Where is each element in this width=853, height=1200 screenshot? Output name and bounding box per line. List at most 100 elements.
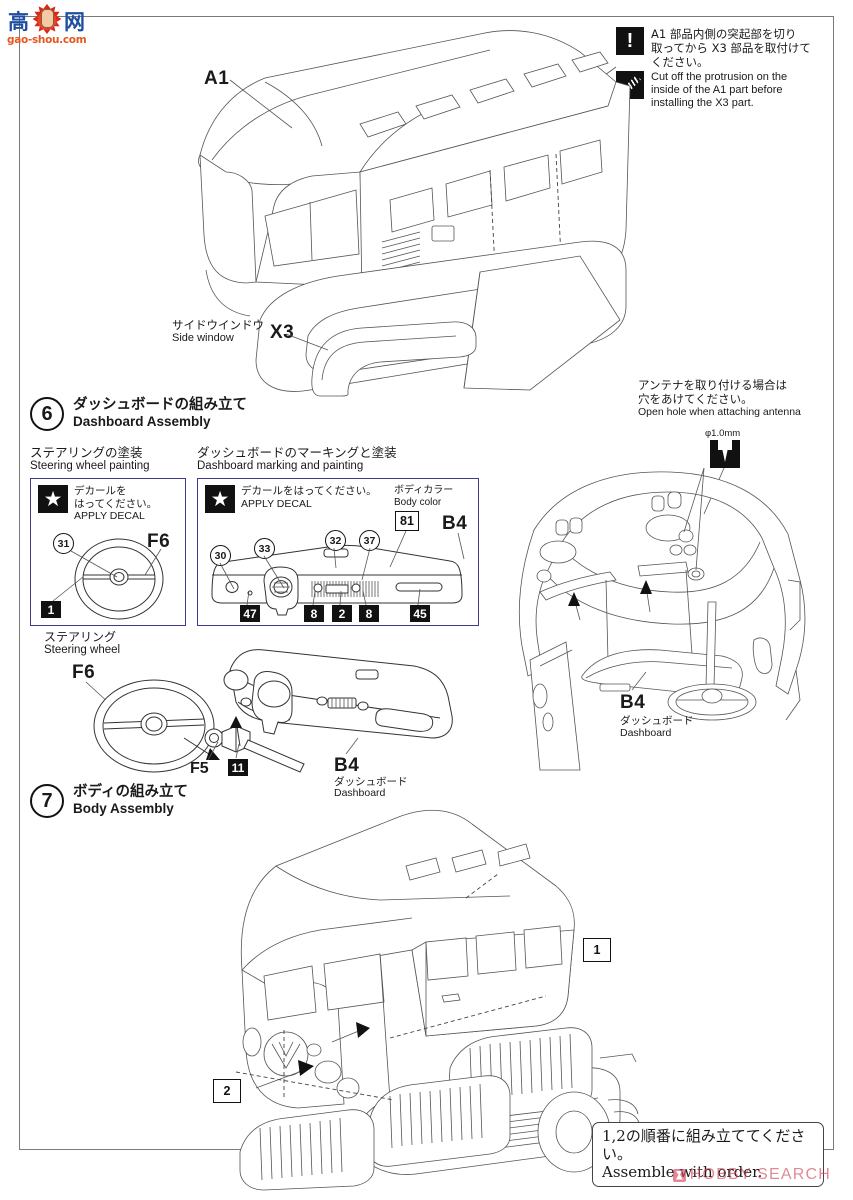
box-8a-leader <box>312 590 316 606</box>
assemble-order-note: 1,2の順番に組み立ててください。 Assemble with order. <box>592 1122 824 1187</box>
steering-paint-box: ★ デカールを はってください。 APPLY DECAL 31 F6 1 <box>30 478 186 626</box>
body-color-legend: ボディカラー Body color <box>394 485 453 509</box>
paint-box-8b: 8 <box>359 605 379 622</box>
box-47-leader <box>246 590 250 606</box>
part-label-b4-mid: B4 <box>334 755 360 776</box>
paint-box-45: 45 <box>410 605 430 622</box>
part-label-11: 11 <box>228 759 248 776</box>
callout-37-leader <box>361 547 371 581</box>
part-label-f5: F5 <box>190 760 209 777</box>
order-marker-1: 1 <box>583 938 611 962</box>
steering-assembly-heading: ステアリング Steering wheel <box>44 630 120 657</box>
watermark-char-1: 高 <box>8 10 29 34</box>
caution-note-en: Cut off the protrusion on the inside of … <box>651 71 788 109</box>
interior-shell-illustration <box>518 467 806 771</box>
paint-callout-33: 33 <box>254 538 275 559</box>
part-label-x3: X3 <box>270 322 295 343</box>
paint-box-1: 1 <box>41 601 61 618</box>
a1-x3-caution-note: ! A1 部品内側の突起部を切り 取ってから X3 部品を取付けて ください。 … <box>616 27 838 110</box>
watermark-char-2: 网 <box>64 10 85 34</box>
callout-32-leader <box>333 547 337 569</box>
steering-paint-heading: ステアリングの塗装 Steering wheel painting <box>30 446 150 473</box>
part-label-b4-interior: B4 <box>620 692 646 713</box>
steering-wheel-drawing-small <box>74 538 164 620</box>
step-6-title-jp: ダッシュボードの組み立て <box>73 397 247 413</box>
apply-decal-jp-2a: デカールをはってください。 <box>241 485 377 497</box>
body-color-jp: ボディカラー <box>394 485 454 496</box>
paint-callout-30: 30 <box>210 545 231 566</box>
part-label-f6-small: F6 <box>147 531 171 552</box>
watermark-hobby-text: HOBBY SEARCH <box>689 1166 831 1183</box>
step-7-title-en: Body Assembly <box>73 801 174 816</box>
bus-body-top-illustration <box>198 30 631 392</box>
star-decal-icon: ★ <box>38 485 68 513</box>
dashboard-paint-box: ★ デカールをはってください。 APPLY DECAL ボディカラー Body … <box>197 478 479 626</box>
watermark-gaoshou: 高 网 gao-shou.com <box>6 4 96 48</box>
antenna-note-en: Open hole when attaching antenna <box>638 406 801 418</box>
body-color-leader <box>389 530 407 568</box>
callout-30-leader <box>219 562 235 590</box>
side-window-label-jp: サイドウインドウ <box>172 318 264 332</box>
a1-leader-line <box>229 79 293 129</box>
dashboard-drawing-front <box>211 545 463 616</box>
apply-decal-en-2: APPLY DECAL <box>241 497 312 510</box>
b4-leader-paint <box>457 532 465 560</box>
antenna-note-jp-2: 穴をあけてください。 <box>638 392 753 406</box>
b4-leader-mid <box>345 737 359 755</box>
steering-wheel-drawing-large <box>93 679 220 773</box>
part-label-a1: A1 <box>204 68 230 89</box>
x3-leader-line <box>285 333 329 351</box>
paint-callout-31: 31 <box>53 533 74 554</box>
paint-box-47: 47 <box>240 605 260 622</box>
callout-31-leader <box>70 550 118 578</box>
caution-note-jp: A1 部品内側の突起部を切り 取ってから X3 部品を取付けて ください。 <box>651 27 811 69</box>
side-window-part-x3 <box>311 321 477 397</box>
paint-callout-32: 32 <box>325 530 346 551</box>
drill-hole-icon <box>710 440 740 468</box>
steering-shaft-parts <box>204 716 305 773</box>
callout-33-leader <box>263 555 285 589</box>
steering-assembly-heading-en: Steering wheel <box>44 644 121 656</box>
hobby-search-logo-icon <box>672 1168 686 1182</box>
body-color-box-81: 81 <box>395 511 419 531</box>
box-8b-leader <box>362 590 367 606</box>
dashboard-label-jp-mid: ダッシュボード <box>334 776 408 788</box>
dashboard-paint-heading-jp: ダッシュボードのマーキングと塗装 <box>197 445 397 460</box>
box-2-leader <box>339 590 342 606</box>
antenna-note: アンテナを取り付ける場合は 穴をあけてください。 Open hole when … <box>638 378 801 419</box>
dashboard-part-3d-drawing <box>223 649 453 739</box>
steering-paint-heading-jp: ステアリングの塗装 <box>30 445 143 460</box>
step-7-number: 7 <box>30 784 64 818</box>
dashboard-label-en-mid: Dashboard <box>334 787 386 799</box>
drill-size-label: φ1.0mm <box>705 428 741 439</box>
box-45-leader <box>417 588 421 606</box>
thumb-icon <box>41 9 54 28</box>
antenna-note-jp-1: アンテナを取り付ける場合は <box>638 378 788 392</box>
f5-leader <box>207 741 219 761</box>
step-7-header: 7 ボディの組み立て Body Assembly <box>30 784 188 818</box>
steering-assembly-heading-jp: ステアリング <box>44 630 117 644</box>
step-7-title-jp: ボディの組み立て <box>73 784 188 800</box>
step-6-number: 6 <box>30 397 64 431</box>
dashboard-label-en-interior: Dashboard <box>620 727 672 739</box>
apply-decal-jp-1: デカールを <box>74 485 127 497</box>
side-window-label: サイドウインドウ Side window X3 <box>172 318 294 345</box>
watermark-hobby-search: HOBBY SEARCH <box>672 1166 831 1184</box>
assemble-order-note-jp: 1,2の順番に組み立ててください。 <box>602 1127 806 1163</box>
apply-decal-en-1: APPLY DECAL <box>74 510 145 522</box>
caution-icon: ! <box>616 27 644 55</box>
f6-leader-small <box>144 548 162 576</box>
dashboard-label-jp-interior: ダッシュボード <box>620 715 694 727</box>
dashboard-paint-heading-en: Dashboard marking and painting <box>197 460 364 472</box>
rod-11-leader <box>235 743 240 759</box>
body-assembly-illustration <box>235 809 641 1191</box>
body-color-en: Body color <box>394 497 442 508</box>
apply-decal-jp-2: はってください。 <box>74 497 158 510</box>
part-label-f6: F6 <box>72 662 96 683</box>
steering-paint-heading-en: Steering wheel painting <box>30 460 150 472</box>
step-6-title-en: Dashboard Assembly <box>73 414 211 429</box>
b4-leader-interior <box>631 671 647 691</box>
order-marker-2: 2 <box>213 1079 241 1103</box>
step-6-header: 6 ダッシュボードの組み立て Dashboard Assembly <box>30 397 247 431</box>
paint-box-2: 2 <box>332 605 352 622</box>
